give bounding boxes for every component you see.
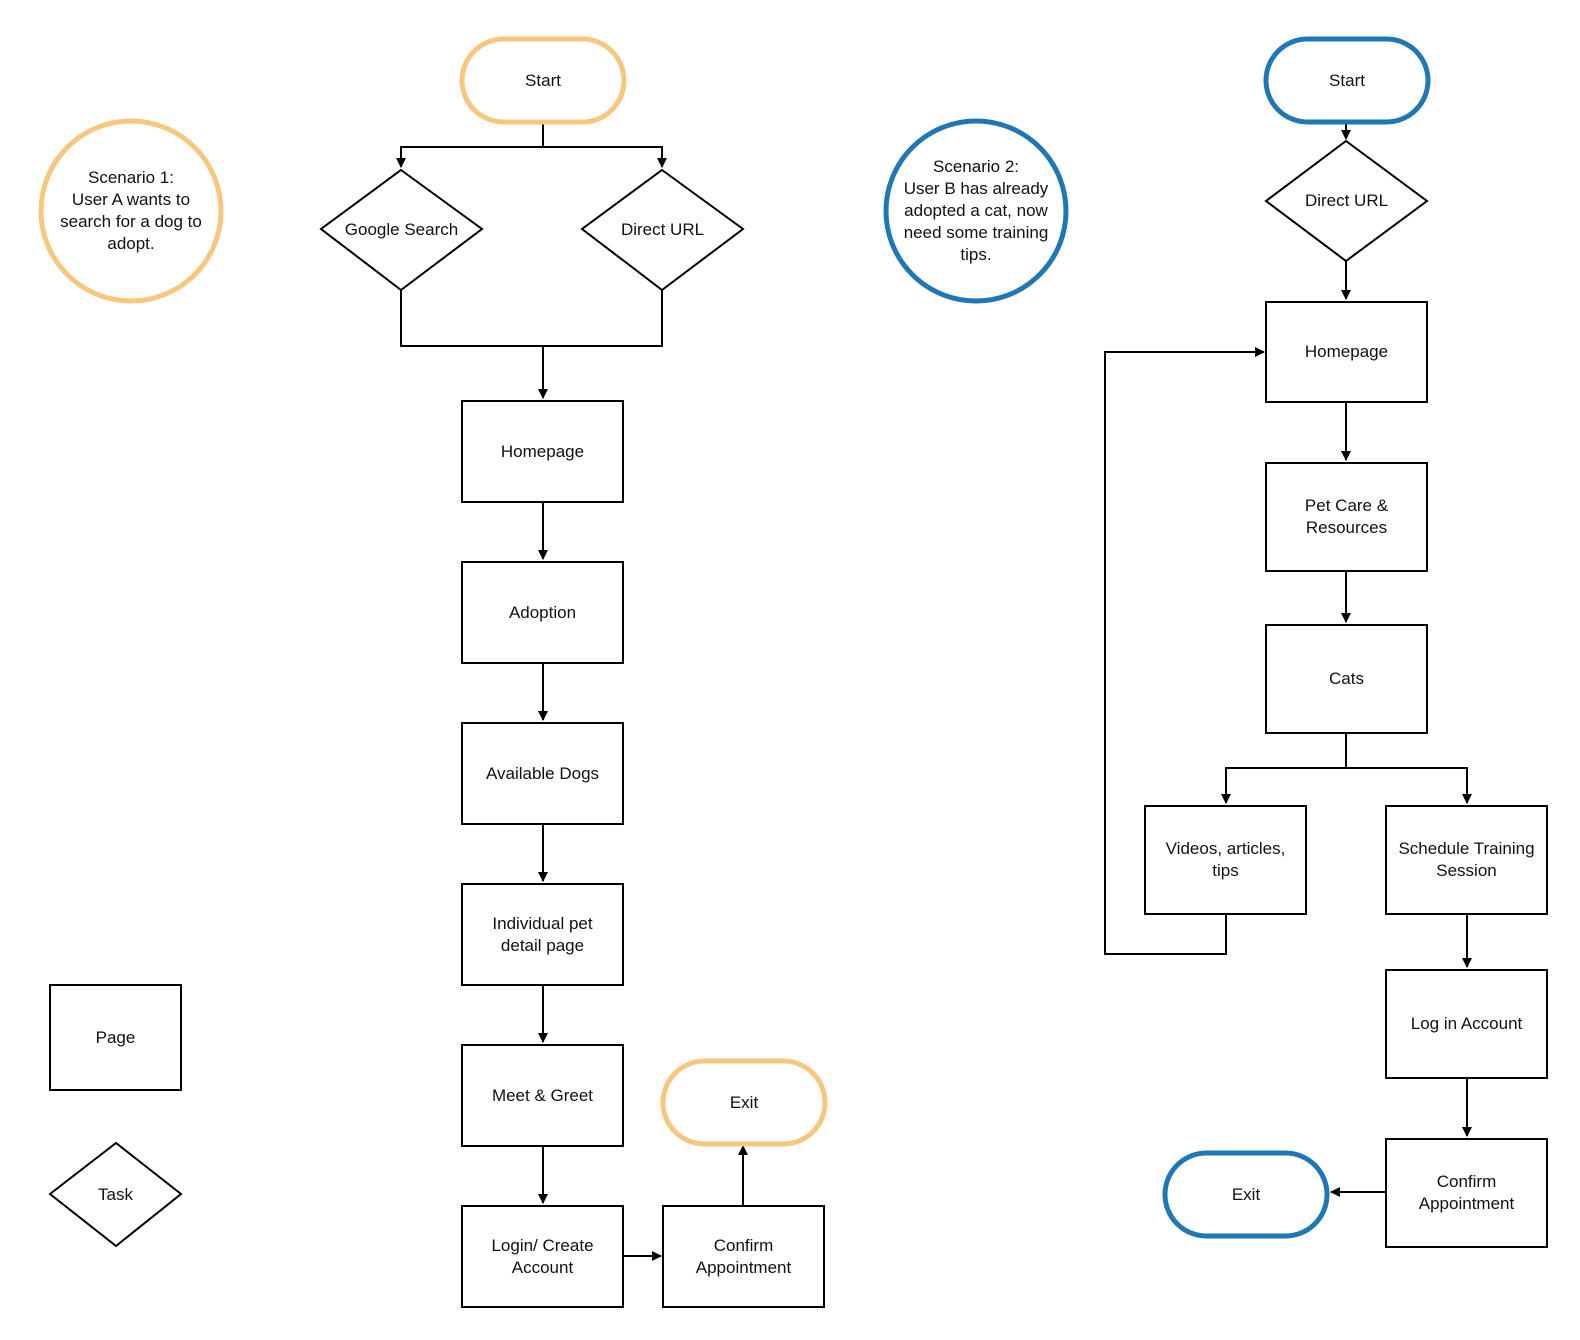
s2-confirm-label: Confirm Appointment <box>1418 1172 1515 1213</box>
edge-s2-cats-to-schedule <box>1346 767 1472 804</box>
s1-login-box <box>461 1205 624 1308</box>
s1-homepage-box <box>461 400 624 503</box>
s1-meet-greet-label: Meet & Greet <box>491 1085 594 1105</box>
scenario1-circle <box>38 118 224 304</box>
s2-login-label: Log in Account <box>1410 1014 1523 1033</box>
s2-cats-box <box>1265 624 1428 734</box>
scenario1-description: Scenario 1: User A wants to search for a… <box>60 168 202 253</box>
s2-login-box <box>1385 969 1548 1079</box>
edge-s2-videos-back-to-homepage <box>1104 347 1265 955</box>
legend-task-label: Task <box>98 1184 133 1204</box>
s1-exit-label: Exit <box>729 1092 759 1112</box>
legend-page-label: Page <box>95 1027 136 1047</box>
s1-login-label: Login/ Create Account <box>491 1235 594 1277</box>
s1-available-dogs-box <box>461 722 624 825</box>
s2-videos-box <box>1144 805 1307 915</box>
s1-direct-url-label: Direct URL <box>620 220 705 239</box>
s1-confirm-label: Confirm Appointment <box>695 1235 792 1277</box>
edge-start-to-direct-url <box>543 146 667 168</box>
s2-pet-care-box <box>1265 462 1428 572</box>
scenario2-circle <box>883 118 1069 304</box>
legend-task-shape <box>48 1141 183 1248</box>
s2-exit-terminator <box>1162 1150 1330 1239</box>
s2-cats-label: Cats <box>1329 669 1364 688</box>
s1-homepage-label: Homepage <box>500 441 585 461</box>
s2-direct-url-label: Direct URL <box>1304 191 1389 210</box>
s1-adoption-label: Adoption <box>508 602 577 622</box>
s1-start-terminator <box>459 36 627 125</box>
s2-videos-label: Videos, articles, tips <box>1165 839 1286 880</box>
edge-s2-cats-to-videos <box>1221 733 1347 804</box>
s1-confirm-box <box>662 1205 825 1308</box>
s2-start-terminator <box>1263 36 1431 125</box>
scenario2-description: Scenario 2: User B has already adopted a… <box>903 157 1049 264</box>
edge-start-to-google-search <box>396 122 544 168</box>
s2-schedule-label: Schedule Training Session <box>1398 839 1535 880</box>
s2-homepage-label: Homepage <box>1304 342 1389 361</box>
scenario2-edges <box>1104 122 1472 1197</box>
s1-available-dogs-label: Available Dogs <box>485 763 600 783</box>
s2-confirm-box <box>1385 1138 1548 1248</box>
s2-schedule-box <box>1385 805 1548 915</box>
s1-start-label: Start <box>525 70 561 90</box>
s1-meet-greet-box <box>461 1044 624 1147</box>
s2-direct-url-diamond <box>1264 139 1429 263</box>
legend-page-shape <box>49 984 182 1091</box>
s2-pet-care-label: Pet Care & Resources <box>1304 496 1389 537</box>
s1-google-search-diamond <box>319 168 484 292</box>
scenario1-edges <box>396 122 748 1261</box>
s2-exit-label: Exit <box>1231 1184 1261 1204</box>
s1-google-search-label: Google Search <box>344 220 459 239</box>
edge-merge-entry-points <box>400 290 663 347</box>
s1-pet-detail-label: Individual pet detail page <box>492 913 593 955</box>
s1-adoption-box <box>461 561 624 664</box>
s2-start-label: Start <box>1329 70 1365 90</box>
s1-direct-url-diamond <box>580 168 745 292</box>
s2-homepage-box <box>1265 301 1428 403</box>
s1-pet-detail-box <box>461 883 624 986</box>
s1-exit-terminator <box>660 1058 828 1147</box>
